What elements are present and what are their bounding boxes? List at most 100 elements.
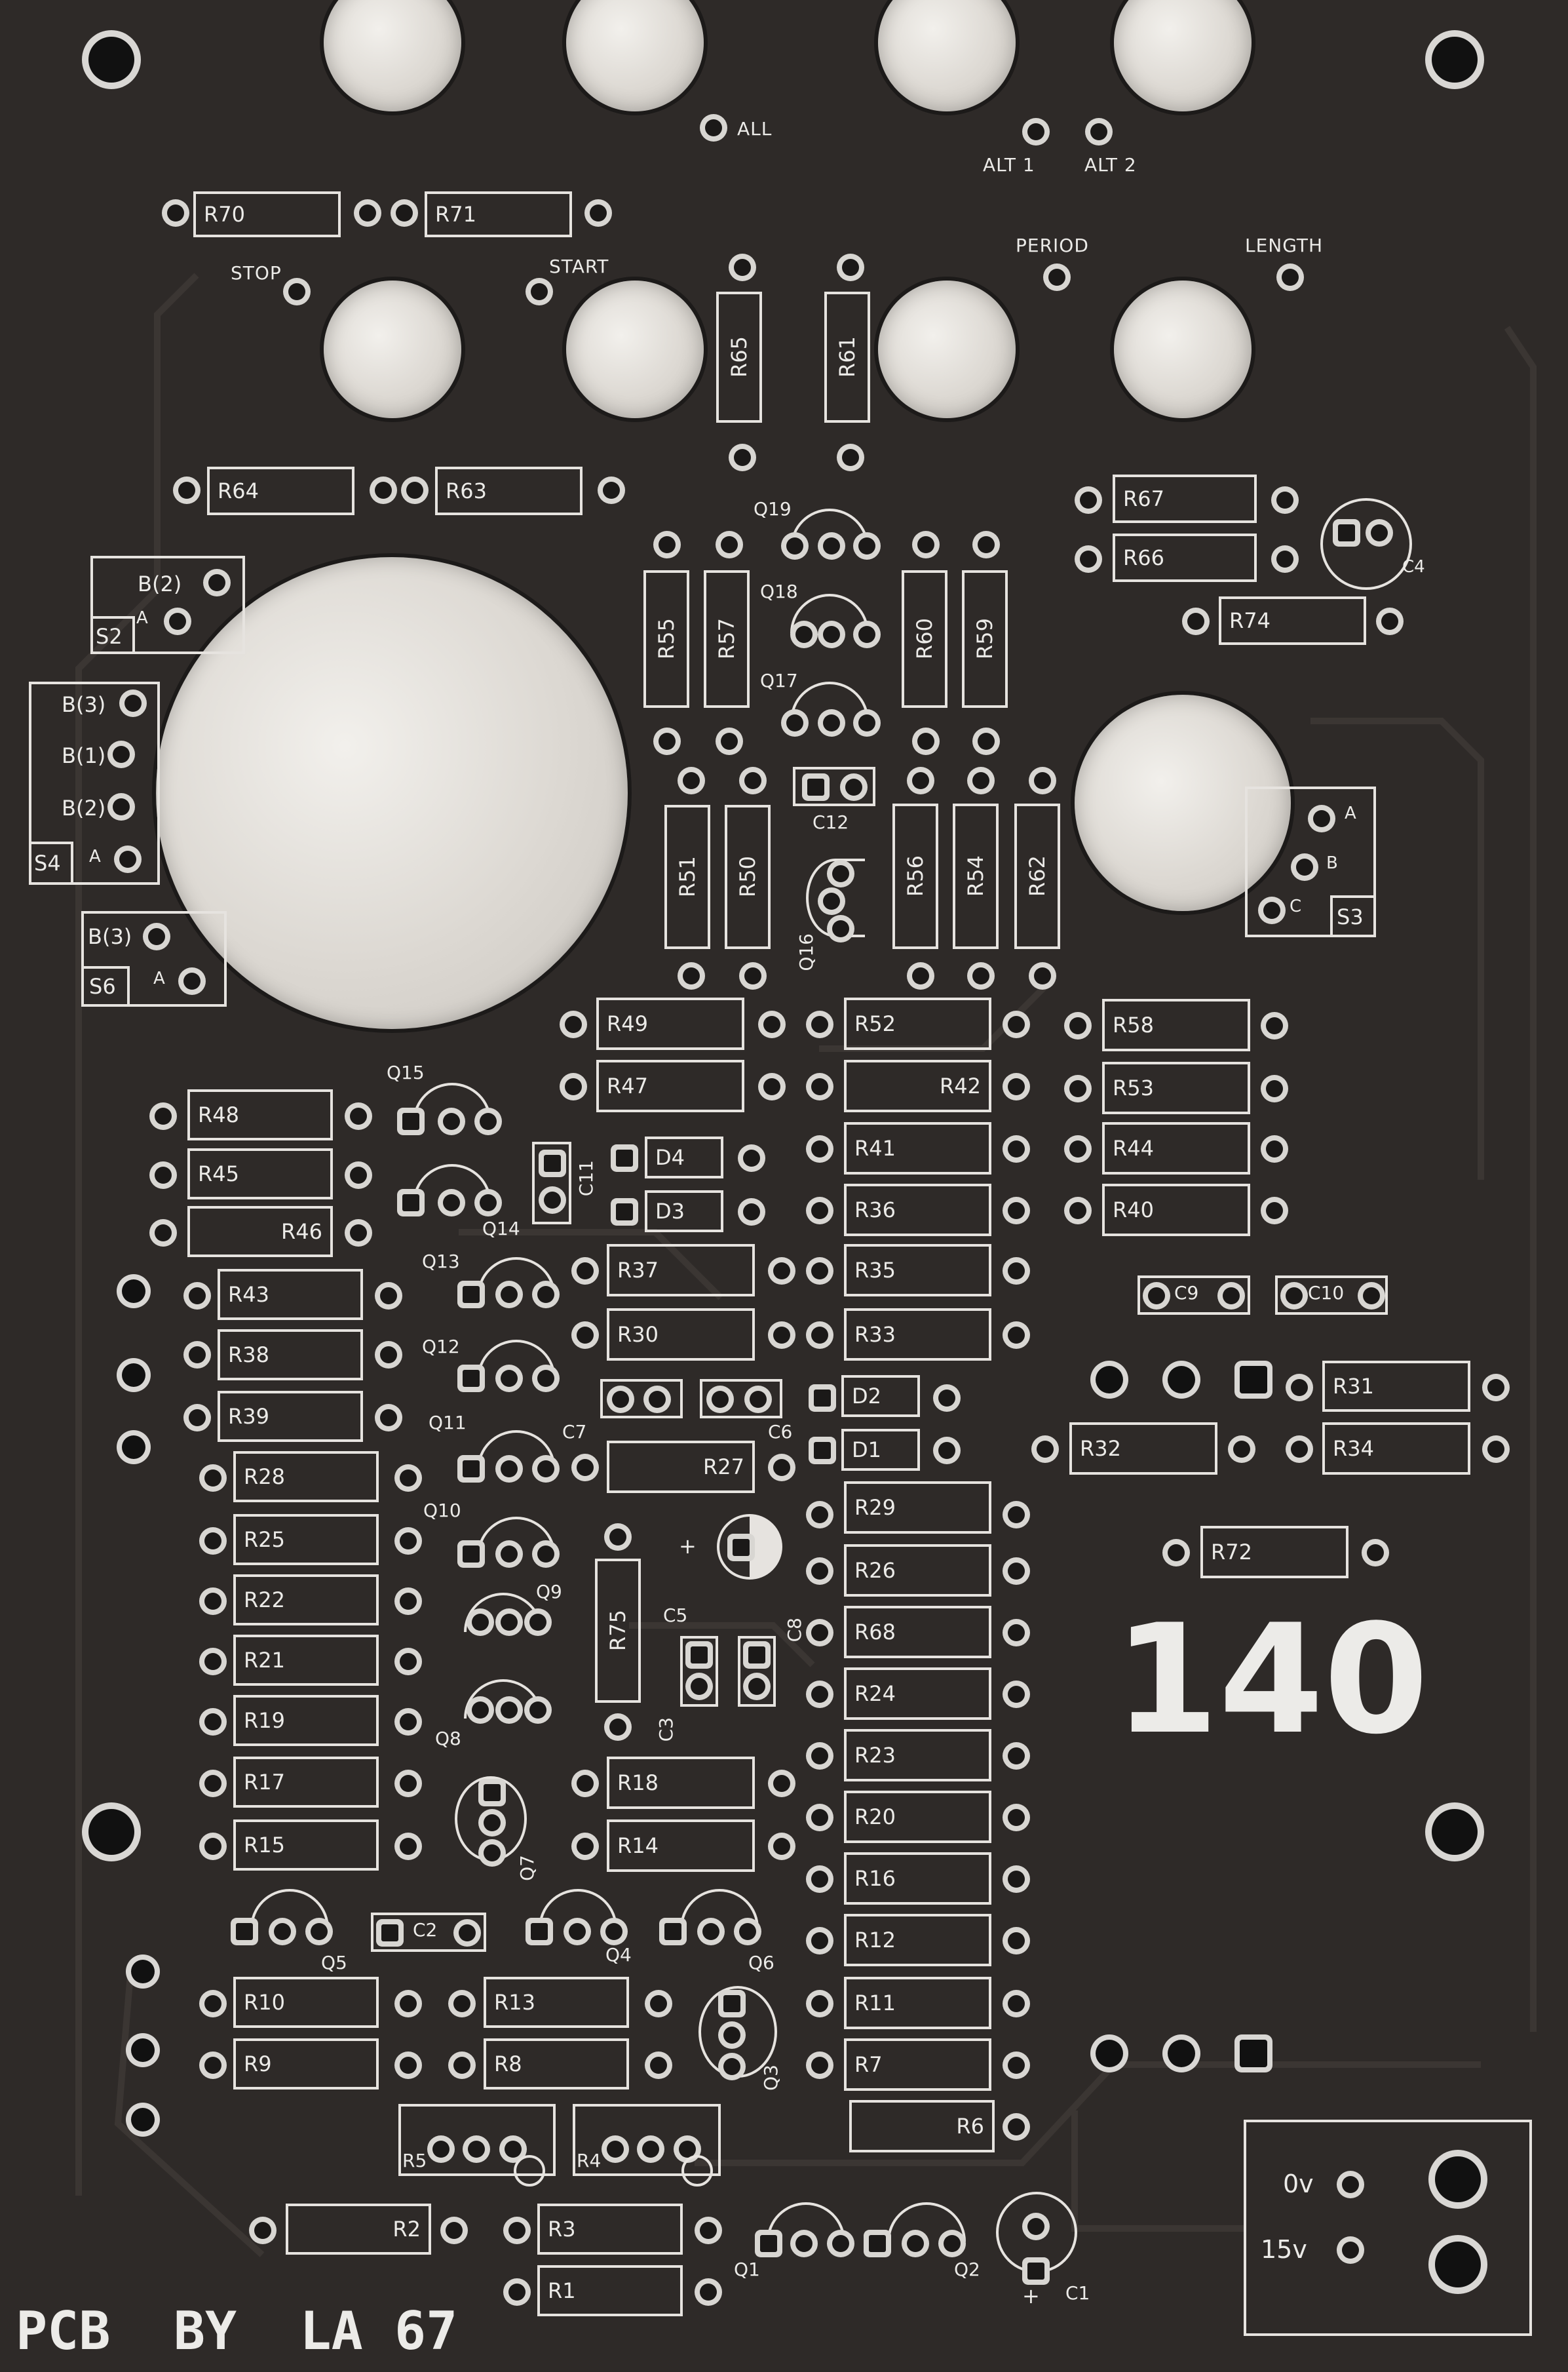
resistor-R28: R28 (233, 1451, 379, 1502)
pad (1342, 2242, 1359, 2259)
pad (659, 536, 676, 553)
transistor-Q17-label: Q17 (760, 670, 798, 691)
pad (823, 537, 840, 554)
switch-S6-outline (81, 911, 227, 1007)
switch-S2-b2: B(2) (138, 572, 182, 596)
pad (463, 1370, 480, 1387)
switch-S6-b3: B(3) (88, 924, 132, 949)
label-all: ALL (737, 118, 773, 140)
capacitor-electrolytic-big (717, 1514, 782, 1580)
resistor-R43: R43 (218, 1269, 363, 1320)
capacitor-C4-outline (1320, 498, 1412, 590)
pad (577, 1262, 594, 1279)
pad (978, 536, 995, 553)
resistor-R15: R15 (233, 1819, 379, 1871)
pad (537, 1460, 554, 1477)
pad (807, 779, 824, 796)
pad (468, 2141, 485, 2158)
jack-hole-length (1114, 281, 1252, 418)
capacitor-C5-label: C5 (663, 1604, 688, 1626)
pad (811, 1262, 828, 1279)
pad (472, 1701, 489, 1719)
resistor-R55: R55 (643, 570, 689, 708)
pad (811, 1871, 828, 1888)
pad (763, 1016, 780, 1033)
pad (832, 2235, 849, 2252)
pad (679, 2141, 696, 2158)
pad (702, 1923, 719, 1940)
resistor-R9: R9 (233, 2038, 379, 2090)
transistor-Q11-label: Q11 (429, 1412, 467, 1433)
power-header-outline (1244, 2120, 1532, 2336)
switch-S4-b1: B(1) (62, 743, 106, 768)
pad (531, 1923, 548, 1940)
pad (723, 2027, 740, 2044)
jack-hole-period (878, 281, 1016, 418)
pad (375, 482, 392, 499)
pad (122, 1279, 145, 1303)
pad (972, 772, 989, 789)
capacitor-C10-label: C10 (1308, 1282, 1345, 1304)
transistor-Q16-outline (806, 859, 865, 937)
pad (1168, 1366, 1195, 1393)
pad (1069, 1017, 1086, 1034)
pad (484, 1844, 501, 1861)
pad (1367, 1544, 1384, 1561)
pad (978, 733, 995, 750)
switch-S4-namebox (29, 842, 73, 885)
pcb-credit: PCB BY LA 67 (16, 2301, 458, 2362)
pad (402, 1194, 419, 1211)
resistor-R19: R19 (233, 1695, 379, 1746)
label-stop: STOP (231, 262, 282, 284)
pad (1037, 1441, 1054, 1458)
pad (650, 1995, 667, 2012)
pad (501, 1546, 518, 1563)
resistor-R47: R47 (596, 1060, 744, 1112)
resistor-R41: R41 (844, 1122, 991, 1175)
pad (1276, 492, 1293, 509)
switch-S2-outline (90, 556, 245, 654)
transistor-Q2-label: Q2 (954, 2259, 980, 2280)
resistor-R48: R48 (187, 1089, 333, 1140)
pad-period (1048, 269, 1065, 286)
pad (396, 204, 413, 222)
pad (612, 1391, 629, 1408)
pad (1069, 1140, 1086, 1157)
pad (443, 1194, 460, 1211)
pad (204, 1838, 221, 1855)
resistor-R33: R33 (844, 1308, 991, 1361)
label-period: PERIOD (1016, 235, 1089, 256)
pad (1291, 1379, 1308, 1396)
capacitor-C4-label: C4 (1402, 557, 1425, 577)
resistor-R60: R60 (902, 570, 947, 708)
pad (744, 772, 761, 789)
resistor-R3: R3 (537, 2204, 683, 2255)
pad (400, 1713, 417, 1730)
pad (124, 695, 142, 712)
label-alt1: ALT 1 (983, 154, 1035, 176)
pad (723, 2058, 740, 2075)
pad (743, 1203, 760, 1220)
switch-S3-c: C (1290, 897, 1302, 916)
pad (1168, 2040, 1195, 2067)
mounting-hole-mid-right (1432, 1809, 1478, 1855)
pad (1313, 810, 1330, 827)
pad (113, 746, 130, 763)
resistor-R29: R29 (844, 1481, 991, 1534)
jack-hole-start (566, 281, 704, 418)
pad (1027, 2218, 1044, 2235)
pad (823, 893, 840, 910)
pad (1266, 1140, 1283, 1157)
pad (590, 204, 607, 222)
resistor-R70: R70 (193, 191, 341, 237)
pad (1034, 967, 1051, 984)
pad (1008, 1202, 1025, 1219)
pad (773, 1459, 790, 1476)
resistor-R6: R6 (849, 2100, 995, 2152)
resistor-R13: R13 (484, 1977, 629, 2028)
resistor-R42: R42 (844, 1060, 991, 1112)
pad (1291, 1441, 1308, 1458)
pad (537, 1286, 554, 1303)
transistor-Q16-label: Q16 (795, 933, 817, 971)
label-alt2: ALT 2 (1084, 154, 1137, 176)
